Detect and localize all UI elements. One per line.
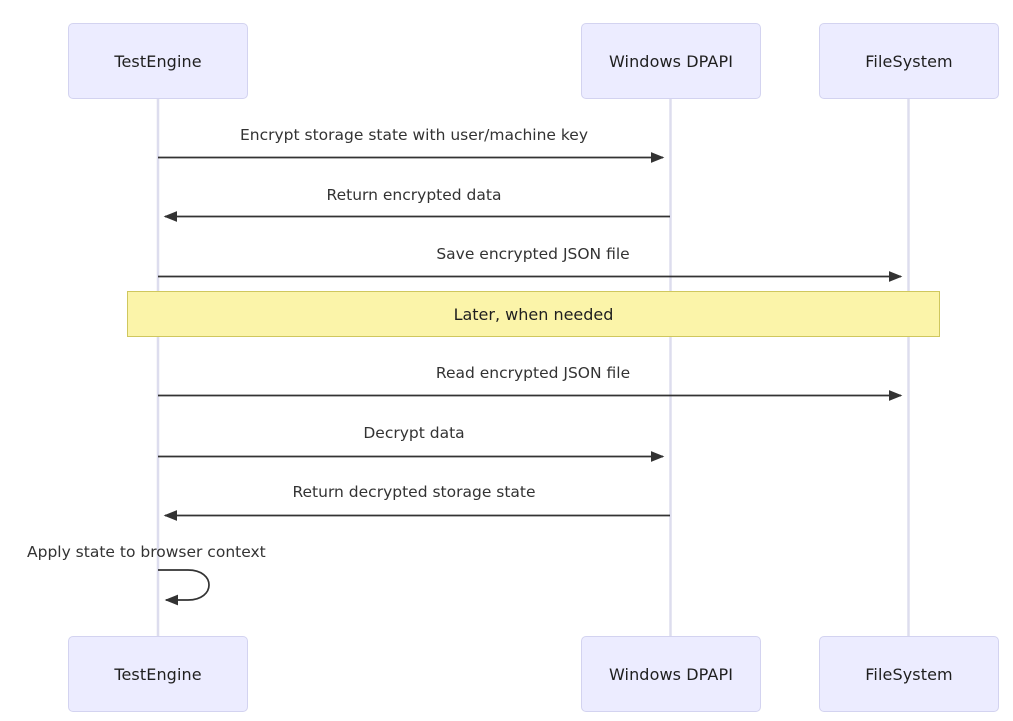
participant-label-dpapi-top: Windows DPAPI <box>608 51 734 71</box>
participant-box-filesystem-top[interactable]: FileSystem <box>819 23 999 99</box>
participant-label-testengine-top: TestEngine <box>114 51 202 71</box>
message-arrows <box>158 152 903 606</box>
message-label-save-encrypted-json-file: Save encrypted JSON file <box>436 245 630 263</box>
message-label-read-encrypted-json-file: Read encrypted JSON file <box>435 364 631 382</box>
participant-box-testengine-bottom[interactable]: TestEngine <box>68 636 248 712</box>
note-later-when-needed: Later, when needed <box>127 291 940 337</box>
message-label-apply-state-to-browser-context: Apply state to browser context <box>27 543 266 561</box>
participant-label-filesystem-bottom: FileSystem <box>865 664 953 684</box>
message-label-encrypt-storage-state: Encrypt storage state with user/machine … <box>239 126 589 144</box>
participant-box-dpapi-top[interactable]: Windows DPAPI <box>581 23 761 99</box>
participant-box-filesystem-bottom[interactable]: FileSystem <box>819 636 999 712</box>
participant-label-dpapi-bottom: Windows DPAPI <box>608 664 734 684</box>
lifelines <box>156 99 910 636</box>
participant-label-testengine-bottom: TestEngine <box>114 664 202 684</box>
message-label-return-decrypted-storage-state: Return decrypted storage state <box>292 483 536 501</box>
arrow-self-loop-apply-state <box>158 569 210 606</box>
participant-box-dpapi-bottom[interactable]: Windows DPAPI <box>581 636 761 712</box>
message-label-return-encrypted-data: Return encrypted data <box>326 186 502 204</box>
note-label-later-when-needed: Later, when needed <box>453 304 614 324</box>
participant-box-testengine-top[interactable]: TestEngine <box>68 23 248 99</box>
message-label-decrypt-data: Decrypt data <box>363 424 465 442</box>
participant-label-filesystem-top: FileSystem <box>865 51 953 71</box>
